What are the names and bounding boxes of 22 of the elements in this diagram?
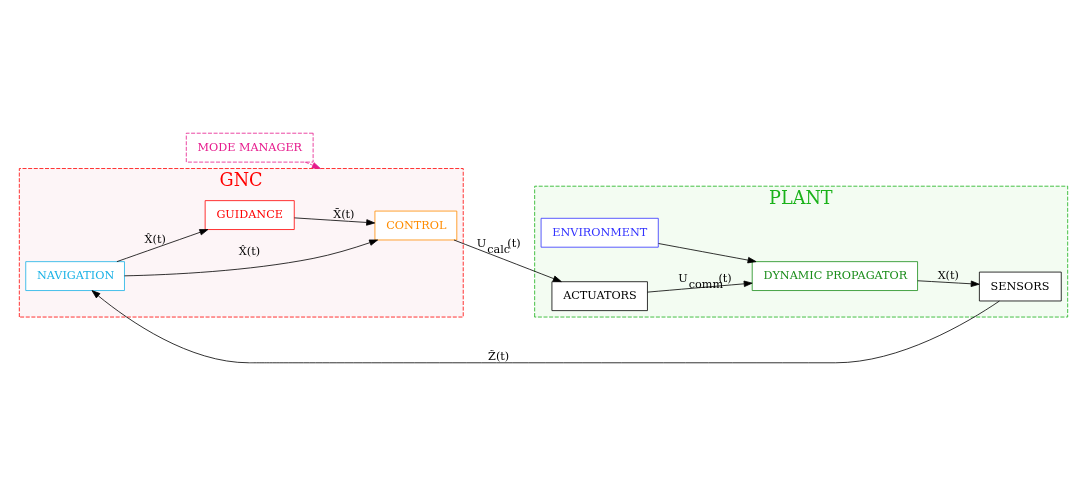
arrow bbox=[91, 290, 1000, 364]
edge-label: X(t) bbox=[937, 269, 959, 283]
node-box: ENVIRONMENT bbox=[540, 217, 659, 248]
arrow bbox=[917, 280, 980, 287]
arrow bbox=[453, 239, 562, 282]
arrow bbox=[116, 229, 209, 263]
arrow bbox=[304, 161, 321, 169]
arrow bbox=[294, 217, 376, 226]
node-box: MODE MANAGER bbox=[185, 132, 314, 163]
arrow bbox=[658, 243, 757, 264]
node-box: SENSORS bbox=[979, 271, 1062, 302]
edge-label: Z̃(t) bbox=[488, 349, 510, 363]
edge-label: X̂(t) bbox=[238, 245, 261, 259]
edge-label: X̂(t) bbox=[144, 232, 166, 246]
arrow bbox=[124, 239, 379, 277]
node-box: DYNAMIC PROPAGATOR bbox=[751, 261, 918, 291]
node-box: GUIDANCE bbox=[204, 200, 295, 230]
node-box: NAVIGATION bbox=[25, 261, 125, 291]
node-box: ACTUATORS bbox=[551, 281, 648, 311]
node-box: CONTROL bbox=[374, 210, 458, 241]
arrow bbox=[647, 280, 753, 293]
edge-label: X̄(t) bbox=[333, 207, 355, 221]
